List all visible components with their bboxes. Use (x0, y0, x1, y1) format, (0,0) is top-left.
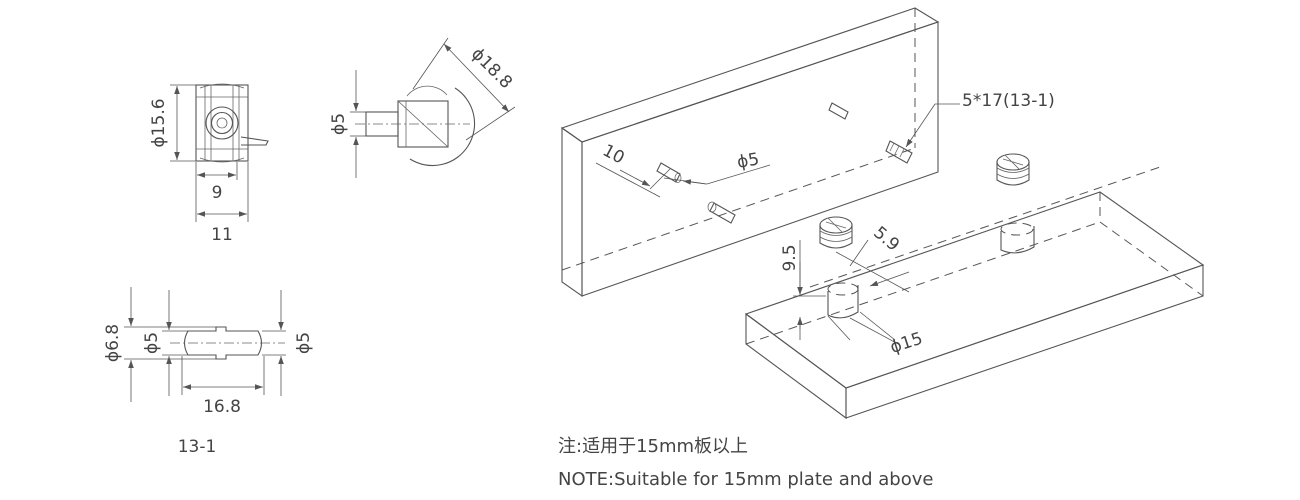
pin-callout-label: 5*17(13-1) (962, 91, 1055, 111)
offset-label: 5.9 (869, 223, 903, 256)
part-number-label: 13-1 (178, 437, 217, 457)
hole-dia-label: ϕ5 (736, 149, 761, 173)
lower-panel (744, 165, 1205, 420)
cam-side-view (350, 37, 516, 178)
cam-front-view (170, 83, 269, 222)
upper-panel-dims (595, 103, 960, 198)
dowel-pins (656, 102, 913, 224)
cam-hole-dia-label: ϕ15 (888, 329, 925, 358)
pin-view (124, 287, 286, 402)
note-english: NOTE:Suitable for 15mm plate and above (558, 469, 934, 490)
cam-holes (827, 222, 1035, 319)
side-dia-cam-label: ϕ18.8 (467, 44, 516, 93)
edge-distance-label: 10 (599, 141, 627, 169)
side-dia-pin-label: ϕ5 (329, 113, 349, 135)
front-width-outer-label: 11 (211, 225, 233, 245)
cam-fittings (819, 153, 1030, 249)
pin-dia-tip-label: ϕ5 (294, 332, 314, 354)
pin-dia-collar-label: ϕ6.8 (103, 324, 123, 362)
depth-label: 9.5 (780, 244, 800, 271)
pin-length-label: 16.8 (203, 397, 241, 417)
lower-panel-dims (793, 239, 910, 346)
front-dia-label: ϕ15.6 (149, 98, 169, 147)
upper-panel (560, 7, 940, 298)
note-chinese: 注:适用于15mm板以上 (558, 436, 749, 457)
front-width-inner-label: 9 (212, 183, 223, 203)
pin-dia-shank-label: ϕ5 (142, 332, 162, 354)
